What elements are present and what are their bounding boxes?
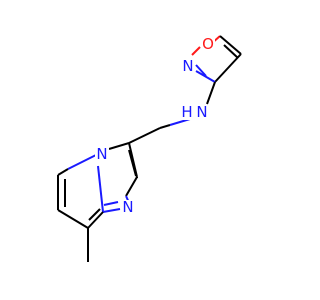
bond-n4-c8a [97, 165, 104, 213]
bond-c5-c4-double [223, 44, 239, 59]
bond-c3-nh [206, 81, 216, 105]
bond-n4-c5 [67, 154, 97, 170]
atom-label-n3-h: H [180, 103, 194, 121]
bond-c3-n2-double [195, 64, 207, 77]
atom-label-n5: N [121, 198, 135, 216]
bond-c3-n4a [108, 142, 130, 150]
bond-c7-c8 [57, 209, 89, 229]
bond-n5-c8a [102, 208, 121, 213]
bond-c5-c6a [57, 168, 69, 176]
bond-c5-c4 [219, 35, 242, 55]
bond-c8-c8a-double [88, 208, 101, 221]
bond-n5-c8a-double [103, 201, 119, 206]
bond-layer [57, 35, 242, 262]
bond-c3-c2-double [128, 149, 137, 177]
bond-nh-ch2 [169, 118, 191, 126]
bond-ch2-b [159, 124, 171, 129]
molecule-diagram: O N N H N N [57, 35, 242, 262]
atom-label-n4: N [95, 145, 109, 163]
atom-label-n2: N [181, 57, 195, 75]
bond-c2-n5 [125, 176, 138, 197]
bond-ch2-c3 [128, 127, 161, 144]
atom-label-o1: O [201, 35, 215, 53]
bond-c3-n2a [195, 70, 216, 83]
bond-n2-o1 [191, 46, 201, 56]
bond-c4-c3 [214, 53, 242, 83]
atom-label-n3: N [195, 103, 209, 121]
bond-c8-c8a [87, 211, 104, 229]
